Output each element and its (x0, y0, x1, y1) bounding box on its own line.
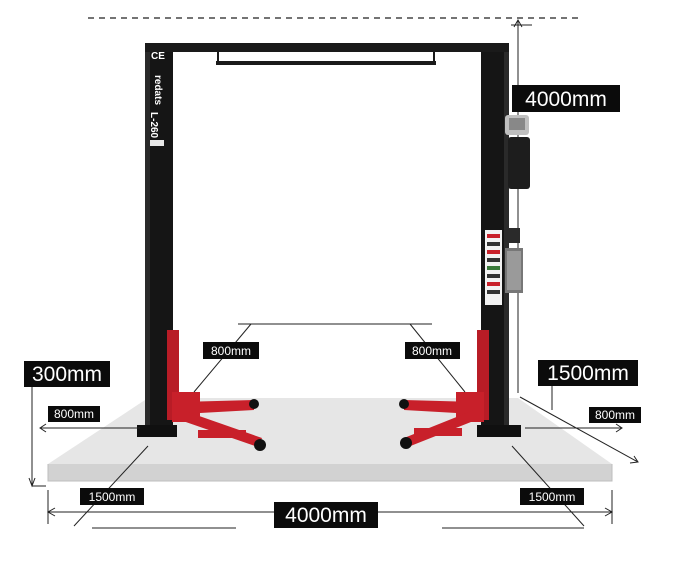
arm-right-value: 800mm (412, 344, 452, 358)
arm-left-value: 800mm (211, 344, 251, 358)
width-value: 4000mm (285, 504, 367, 527)
front-left-value: 1500mm (89, 490, 136, 504)
label-height: 4000mm (512, 85, 620, 112)
side-clearance-value: 1500mm (547, 362, 629, 385)
height-value: 4000mm (525, 88, 607, 111)
brand-name: redats (152, 75, 163, 105)
label-width: 4000mm (274, 502, 378, 528)
label-low-clearance: 300mm (24, 361, 110, 387)
low-clearance-value: 300mm (32, 363, 102, 386)
front-right-value: 1500mm (529, 490, 576, 504)
motor-unit (505, 115, 530, 293)
label-side-left: 800mm (48, 406, 100, 422)
label-front-right: 1500mm (520, 488, 584, 505)
warning-label (485, 230, 502, 305)
height-dimension-line (511, 18, 532, 393)
label-arm-right: 800mm (405, 342, 460, 359)
right-lift-arms (399, 330, 489, 449)
label-side-right: 800mm (589, 407, 641, 423)
ce-mark: CE (151, 51, 165, 62)
column-branding: CE redats L-260 (148, 51, 165, 146)
top-crossbar (145, 43, 509, 65)
label-side-clearance: 1500mm (538, 360, 638, 386)
side-left-value: 800mm (54, 407, 94, 421)
side-right-value: 800mm (595, 408, 635, 422)
label-arm-left: 800mm (203, 342, 259, 359)
model-name: L-260 (148, 112, 159, 139)
floor-slab (47, 398, 613, 482)
left-lift-arms (167, 330, 266, 451)
left-dimension-lines (28, 386, 140, 488)
label-front-left: 1500mm (80, 488, 144, 505)
